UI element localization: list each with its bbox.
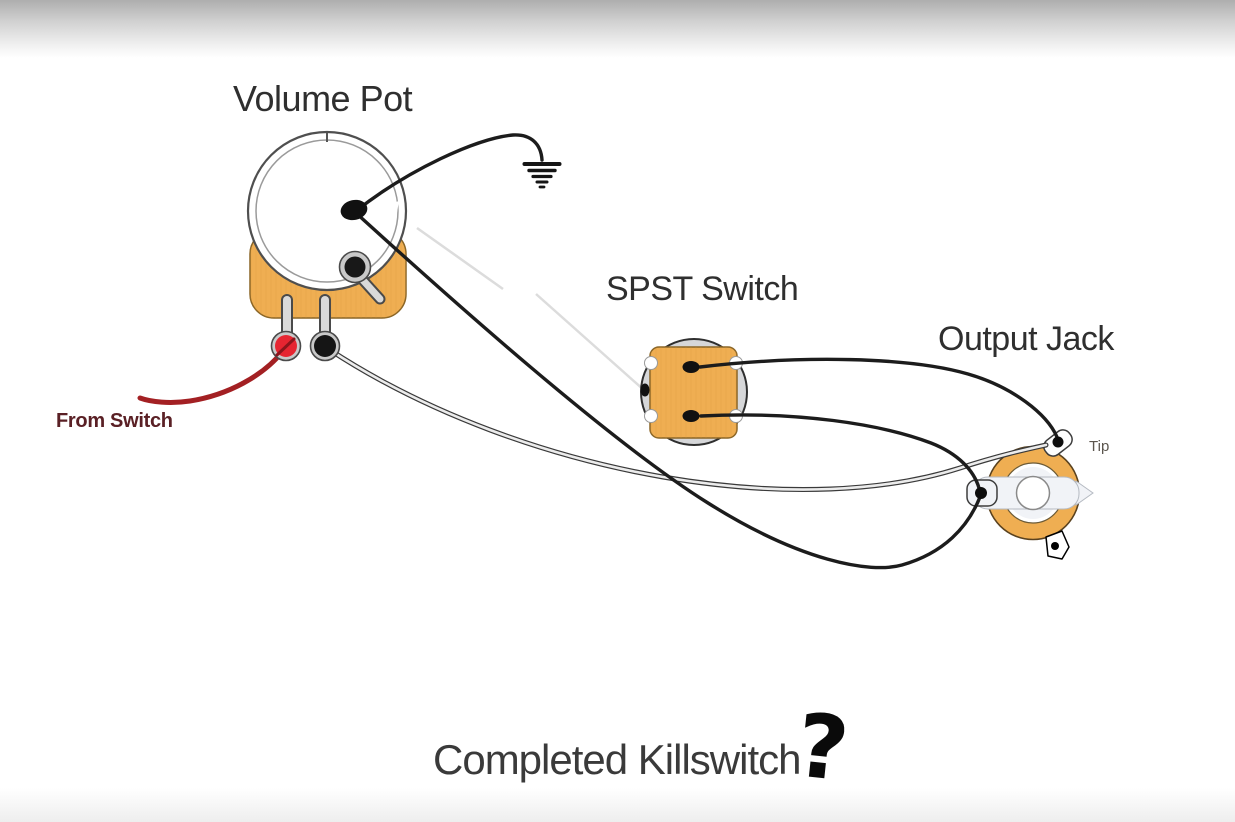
volume-pot-label: Volume Pot bbox=[233, 78, 413, 119]
pot-shaft-highlight bbox=[363, 201, 399, 230]
volume-pot-graphic bbox=[246, 130, 408, 319]
pot-red-lug-wire-end bbox=[275, 337, 296, 357]
wire-from-switch-red bbox=[137, 348, 286, 405]
from-switch-label: From Switch bbox=[56, 410, 173, 432]
switch-lugs bbox=[682, 361, 700, 422]
jack-sleeve-dot bbox=[975, 487, 987, 499]
bottom-gradient-band bbox=[0, 788, 1235, 822]
switch-side-lug bbox=[640, 383, 650, 397]
wire-pot-to-tip-core bbox=[328, 348, 1048, 491]
pot-can bbox=[246, 130, 408, 292]
cursor-dot bbox=[1051, 542, 1059, 550]
jack-hole bbox=[1015, 475, 1051, 511]
jack-tip-dot bbox=[1052, 436, 1064, 448]
switch-body-texture bbox=[650, 347, 737, 438]
wire-pot-to-sleeve bbox=[354, 211, 982, 570]
spst-switch-graphic bbox=[640, 338, 748, 446]
ground-symbol bbox=[522, 162, 562, 189]
caption-text: Completed Killswitch bbox=[433, 736, 801, 783]
wire-switch-to-sleeve bbox=[699, 413, 981, 490]
output-jack-label: Output Jack bbox=[938, 320, 1114, 358]
output-jack-graphic bbox=[966, 429, 1094, 541]
pot-terminals bbox=[270, 199, 399, 362]
spst-switch-label: SPST Switch bbox=[606, 270, 799, 308]
jack-solder-dots bbox=[975, 436, 1064, 499]
handdrawn-question-mark: ? bbox=[791, 693, 854, 802]
switch-notch bbox=[644, 356, 658, 370]
wires bbox=[137, 133, 1059, 570]
tip-label: Tip bbox=[1089, 438, 1110, 455]
pot-face-lug-leg-core bbox=[357, 274, 384, 303]
ghost-lines bbox=[416, 226, 646, 392]
pot-center-shaft bbox=[340, 199, 368, 221]
pot-face-lug bbox=[344, 256, 366, 278]
switch-top-lug bbox=[682, 361, 700, 373]
wire-switch-to-tip bbox=[698, 357, 1059, 439]
switch-notch bbox=[644, 409, 658, 423]
top-gradient-band bbox=[0, 0, 1235, 58]
pot-black-lug bbox=[314, 335, 336, 357]
cursor-marker bbox=[1045, 530, 1070, 560]
switch-bottom-lug bbox=[682, 410, 700, 422]
wire-pot-to-ground bbox=[354, 133, 544, 213]
